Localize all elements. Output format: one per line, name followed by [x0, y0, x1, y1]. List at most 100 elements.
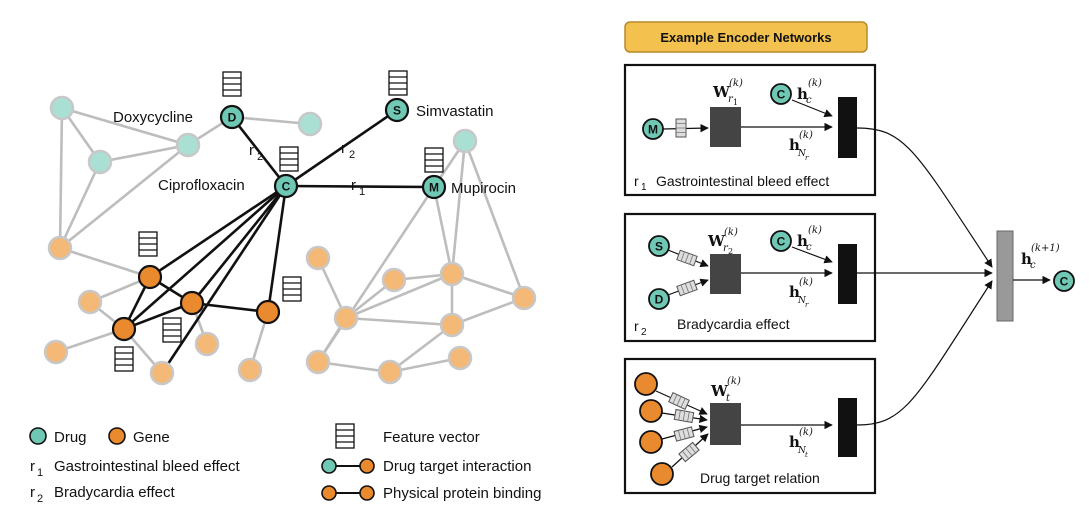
- gene-node: [43, 339, 69, 365]
- legend: Drug Gene r 1 Gastrointestinal bleed eff…: [29, 423, 541, 505]
- drug-node-mupirocin: M: [421, 174, 447, 200]
- svg-text:r: r: [249, 142, 254, 159]
- legend-r2-label: Bradycardia effect: [54, 484, 175, 501]
- gene-node: [447, 345, 473, 371]
- svg-text:t: t: [726, 393, 731, 404]
- legend-drug-target-icon: [321, 458, 375, 474]
- gene-node-active: [255, 299, 281, 325]
- svg-text:h: h: [797, 85, 808, 103]
- gene-node: [305, 245, 331, 271]
- feature-vector-icon: [424, 147, 444, 173]
- aggregate-block: [838, 97, 857, 158]
- svg-text:C: C: [777, 88, 786, 102]
- drug-node-simvastatin: S: [384, 97, 410, 123]
- aggregate-block: [838, 244, 857, 304]
- gene-input-node: [634, 372, 658, 396]
- feature-vector-icon: [282, 276, 302, 302]
- svg-text:h: h: [789, 433, 800, 451]
- legend-gene-label: Gene: [133, 429, 170, 446]
- svg-text:h: h: [789, 283, 800, 301]
- weight-block: [710, 254, 741, 294]
- self-node: [770, 230, 792, 252]
- legend-drug-label: Drug: [54, 429, 87, 446]
- final-block: [996, 230, 1014, 322]
- label-mupirocin: Mupirocin: [451, 180, 516, 197]
- feature-vector-icon: [138, 231, 158, 257]
- final-aggregation: C h c (k+1): [996, 230, 1075, 322]
- legend-drug-icon: [29, 427, 47, 445]
- svg-text:C: C: [1060, 275, 1069, 289]
- output-h: h: [1021, 250, 1032, 268]
- gene-node: [237, 357, 263, 383]
- svg-text:r: r: [805, 301, 809, 309]
- weight-block: [710, 403, 741, 445]
- svg-text:N: N: [797, 446, 807, 456]
- svg-text:c: c: [806, 242, 812, 253]
- edge-label-r1-mupi: r 1: [351, 177, 365, 198]
- gene-node-active: [179, 290, 205, 316]
- encoder-panel-3: W t (k) h (k) N t Drug target relation: [623, 357, 877, 495]
- svg-text:h: h: [789, 136, 800, 154]
- svg-text:W: W: [707, 232, 726, 250]
- svg-text:r: r: [634, 318, 639, 334]
- svg-text:N: N: [797, 296, 807, 306]
- node-letter: D: [228, 111, 237, 125]
- feature-vector-icon: [279, 146, 299, 172]
- drug-node-doxycycline: D: [219, 104, 245, 130]
- feature-vector-icon: [222, 71, 242, 97]
- gene-input-node: [639, 399, 663, 423]
- svg-text:W: W: [710, 382, 729, 400]
- legend-r2-sub: 2: [37, 493, 43, 505]
- svg-text:(k): (k): [724, 227, 738, 238]
- edge-label-r2-simva: r 2: [341, 140, 355, 161]
- svg-text:1: 1: [641, 182, 647, 193]
- dark-gene-nodes: [111, 264, 281, 342]
- svg-text:r: r: [351, 177, 356, 194]
- encoder-banner: Example Encoder Networks: [624, 21, 868, 53]
- encoder-panel-2: S D W r 2 (k) C h c (k) h (k) N r r 2 Br…: [623, 212, 877, 343]
- drug-node: [452, 128, 478, 154]
- svg-text:h: h: [797, 232, 808, 250]
- node-letter: S: [393, 104, 401, 118]
- svg-text:c: c: [1030, 260, 1036, 271]
- legend-feature-vector-icon: [335, 423, 355, 449]
- gene-input-node: [639, 430, 663, 454]
- drug-node: [297, 111, 323, 137]
- svg-text:t: t: [805, 451, 808, 459]
- panel1-rel-symbol: r: [634, 173, 639, 189]
- light-drug-nodes: [49, 95, 478, 175]
- svg-text:(k): (k): [808, 78, 822, 89]
- svg-text:(k+1): (k+1): [1031, 243, 1060, 254]
- weight-block: [710, 107, 741, 147]
- drug-node: [175, 132, 201, 158]
- svg-text:Example Encoder Networks: Example Encoder Networks: [660, 30, 831, 45]
- light-gene-nodes: [43, 235, 537, 386]
- feature-vector-icon: [162, 317, 182, 343]
- gene-input-node: [650, 462, 674, 486]
- drug-node-ciprofloxacin: C: [273, 173, 299, 199]
- svg-text:1: 1: [733, 98, 738, 107]
- svg-text:(k): (k): [727, 376, 741, 387]
- svg-text:r: r: [341, 140, 346, 157]
- gene-node: [511, 285, 537, 311]
- label-simvastatin: Simvastatin: [416, 103, 494, 120]
- input-node-letter: M: [648, 123, 658, 137]
- gene-node-active: [137, 264, 163, 290]
- svg-text:D: D: [655, 293, 664, 307]
- svg-text:(k): (k): [799, 277, 813, 288]
- svg-text:N: N: [797, 149, 807, 159]
- svg-text:1: 1: [359, 186, 365, 198]
- legend-r1-label: Gastrointestinal bleed effect: [54, 458, 241, 475]
- label-doxycycline: Doxycycline: [113, 109, 193, 126]
- gene-node: [381, 267, 407, 293]
- legend-r2-symbol: r: [30, 484, 35, 501]
- weight-W: W: [712, 83, 731, 101]
- gene-node-active: [111, 316, 137, 342]
- feature-vector-icon: [388, 70, 408, 96]
- svg-text:(k): (k): [808, 225, 822, 236]
- svg-text:r: r: [728, 94, 734, 105]
- input-node: [648, 235, 670, 257]
- node-letter: C: [282, 180, 291, 194]
